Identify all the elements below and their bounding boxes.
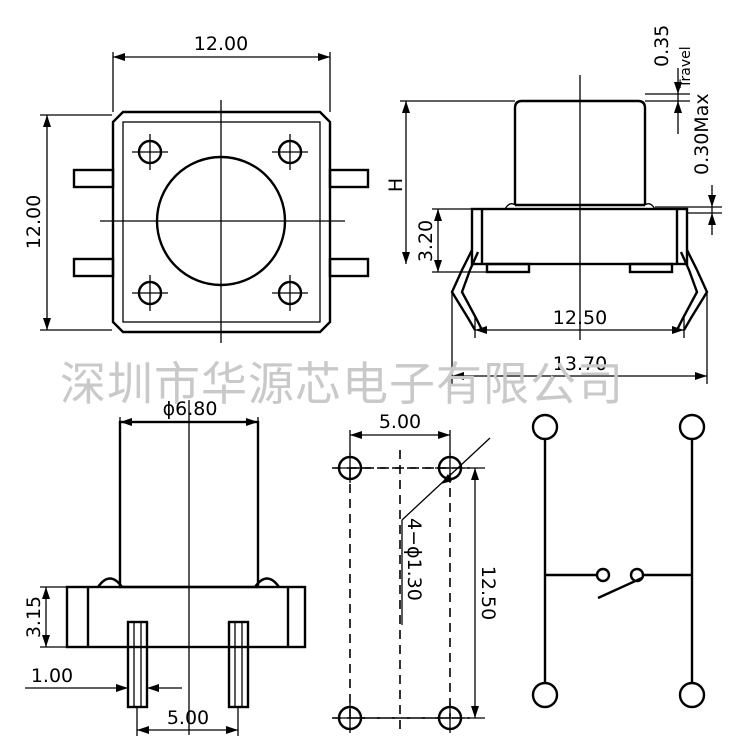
front-view: ϕ6.80 3.15 1.00 xyxy=(23,398,307,736)
terminal-2 xyxy=(678,413,706,441)
side-base-label: 3.20 xyxy=(415,220,437,262)
top-width-label: 12.00 xyxy=(194,33,248,55)
front-diameter-label: ϕ6.80 xyxy=(163,398,218,420)
top-height-label: 12.00 xyxy=(23,195,45,249)
pin-left-top xyxy=(72,168,115,189)
front-pitch-label: 5.00 xyxy=(167,707,209,729)
front-base-label: 3.15 xyxy=(23,596,45,638)
front-body xyxy=(65,585,307,649)
pin-right-bottom xyxy=(328,257,370,278)
switch-lever xyxy=(597,576,643,600)
top-body-outline xyxy=(111,110,332,334)
pin-right-top xyxy=(328,168,370,189)
side-view: H 3.20 0.35 Travel 0.30Max 12.50 xyxy=(385,25,722,384)
front-lead-left xyxy=(126,620,149,709)
terminal-1 xyxy=(531,413,559,441)
front-lead-right xyxy=(227,620,250,709)
terminal-4 xyxy=(678,681,706,709)
terminal-3 xyxy=(531,681,559,709)
pin-left-bottom xyxy=(72,257,115,278)
footprint-pitch-y-label: 12.50 xyxy=(477,566,499,620)
side-inner-width-label: 12.50 xyxy=(553,307,607,329)
travel-label: Travel xyxy=(678,46,694,89)
side-height-label: H xyxy=(385,178,407,192)
max-label: 0.30Max xyxy=(691,93,713,175)
front-lead-label: 1.00 xyxy=(31,665,73,687)
switch-contact-left xyxy=(595,567,611,583)
side-outer-width-label: 13.70 xyxy=(553,353,607,375)
footprint-hole-label: 4−ϕ1.30 xyxy=(403,518,425,601)
company-watermark: 深圳市华源芯电子有限公司 xyxy=(60,357,624,411)
travel-value-label: 0.35 xyxy=(651,25,673,67)
footprint-pitch-x-label: 5.00 xyxy=(379,411,421,433)
top-view: 12.00 12.00 xyxy=(23,33,370,343)
switch-schematic xyxy=(531,413,706,709)
footprint-view: 5.00 4−ϕ1.30 12.50 xyxy=(332,411,499,735)
